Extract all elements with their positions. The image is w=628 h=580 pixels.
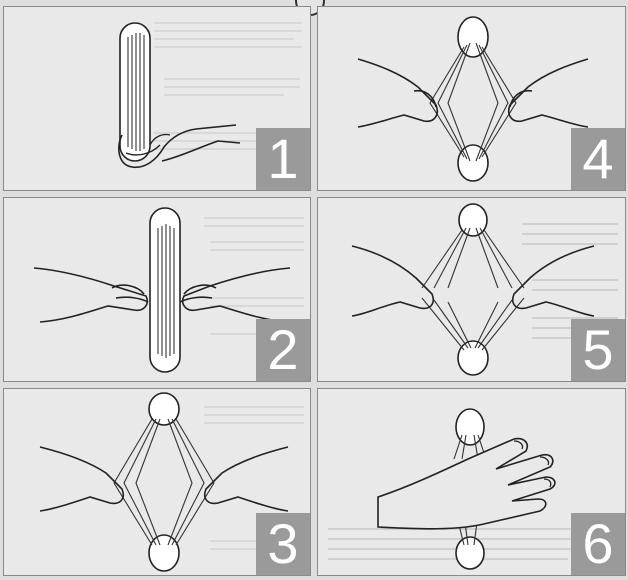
step-panel-5: 5 xyxy=(317,197,626,382)
step-number-badge: 6 xyxy=(571,513,625,575)
step-panel-6: 6 xyxy=(317,388,626,576)
step-number-badge: 5 xyxy=(571,319,625,381)
step-panel-2: 2 xyxy=(3,197,311,382)
step-number-badge: 2 xyxy=(256,319,310,381)
step-number-badge: 3 xyxy=(256,513,310,575)
step-panel-3: 3 xyxy=(3,388,311,576)
step-panel-1: 1 xyxy=(3,6,311,191)
step-panel-4: 4 xyxy=(317,6,626,191)
step-number-badge: 4 xyxy=(571,128,625,190)
step-number-badge: 1 xyxy=(256,128,310,190)
